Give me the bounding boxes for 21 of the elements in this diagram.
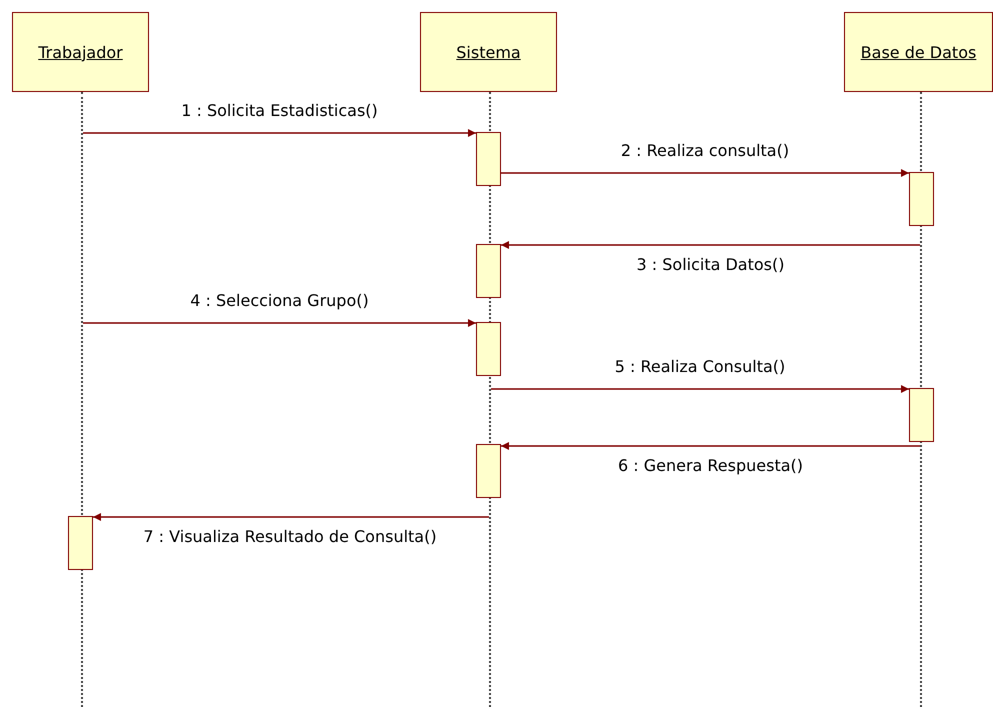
message-arrow	[501, 442, 920, 450]
message-arrow	[491, 385, 909, 393]
lifeline-name: Sistema	[456, 42, 521, 62]
lifeline-head-box	[12, 12, 149, 92]
message-label: 3 : Solicita Datos()	[634, 255, 786, 274]
message-arrow	[501, 169, 909, 177]
lifeline-name: Base de Datos	[860, 42, 976, 62]
message-arrow	[93, 513, 489, 521]
message-arrow	[83, 129, 476, 137]
message-arrow	[83, 319, 476, 327]
lifeline-name: Trabajador	[38, 42, 123, 62]
activation-bar	[476, 244, 501, 298]
lifeline-head-box	[844, 12, 993, 92]
activation-bar	[476, 444, 501, 498]
activation-bar	[68, 516, 93, 570]
activation-bar	[909, 172, 934, 226]
lifeline-head-box	[420, 12, 557, 92]
activation-bar	[909, 388, 934, 442]
activation-bar	[476, 132, 501, 186]
activation-bar	[476, 322, 501, 376]
message-arrow	[501, 241, 920, 249]
